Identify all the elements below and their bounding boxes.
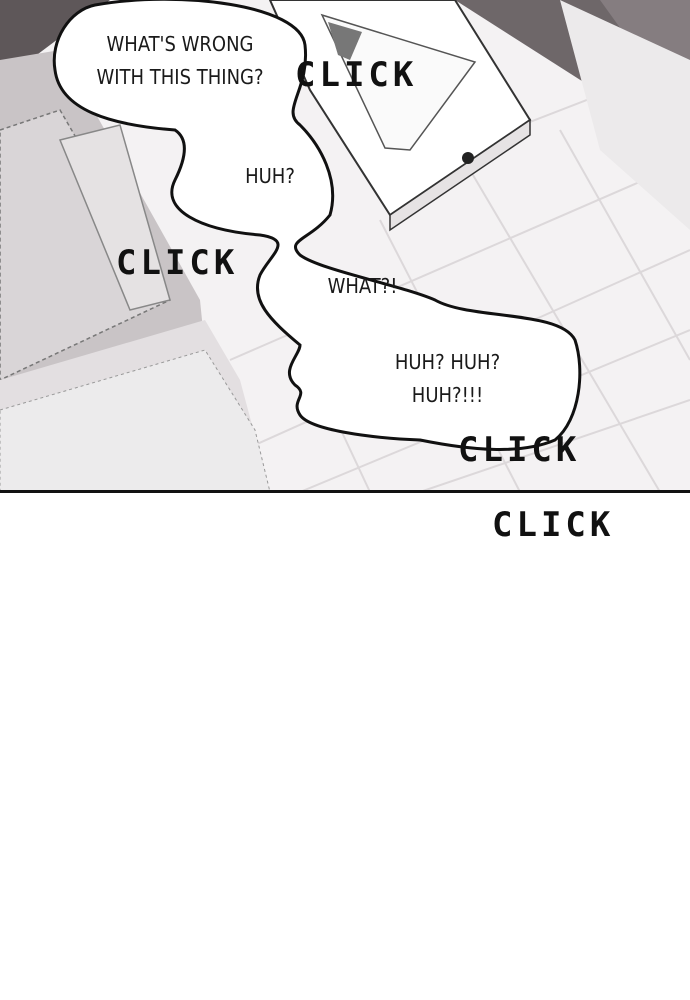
sfx-click-4: CLICK xyxy=(492,505,615,545)
sfx-click-2: CLICK xyxy=(116,243,239,283)
room-illustration xyxy=(0,0,690,492)
bubble-4-line-1: HUH? HUH? xyxy=(394,350,501,374)
bubble-text-4: HUH? HUH? HUH?!!! xyxy=(380,346,515,412)
sfx-click-1: CLICK xyxy=(295,55,418,95)
bubble-1-line-1: WHAT'S WRONG xyxy=(106,32,254,56)
bubble-text-1: WHAT'S WRONG WITH THIS THING? xyxy=(80,28,280,94)
bubble-text-2: HUH? xyxy=(245,164,295,188)
bubble-1-line-2: WITH THIS THING? xyxy=(96,65,264,89)
sfx-click-3: CLICK xyxy=(458,430,581,470)
panel-border xyxy=(0,490,690,493)
comic-panel xyxy=(0,0,690,492)
bubble-text-3: WHAT?! xyxy=(327,274,398,298)
bubble-4-line-2: HUH?!!! xyxy=(411,383,484,407)
